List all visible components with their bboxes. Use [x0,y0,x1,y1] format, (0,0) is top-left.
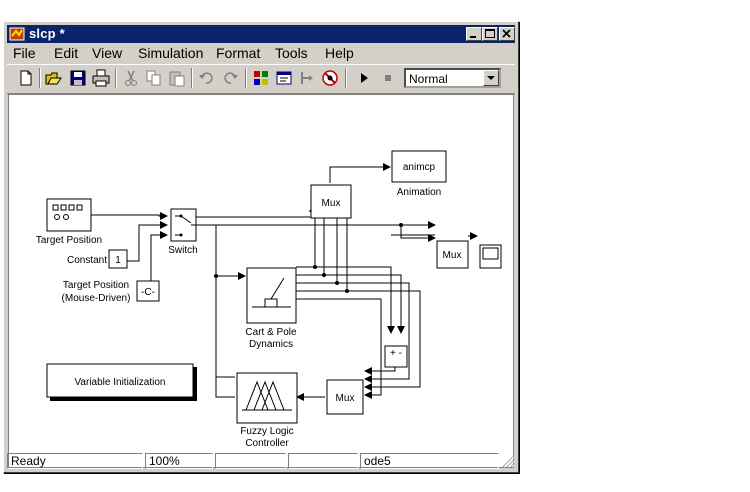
simulation-mode-value: Normal [409,72,448,86]
menu-bar: File Edit View Simulation Format Tools H… [7,44,515,62]
status-empty-2 [288,453,358,469]
model-window: slcp * File Edit View Simulation Format … [3,21,519,473]
toolbar-separator [345,68,347,88]
print-icon[interactable] [92,69,110,87]
toolbar-separator [191,68,193,88]
animation-label: Animation [397,187,441,198]
mouse-target-label-2: (Mouse-Driven) [62,293,131,304]
simulink-icon [9,27,25,41]
navigate-icon[interactable] [298,69,316,87]
constant-label: Constant [67,255,107,266]
status-zoom: 100% [145,453,213,469]
sum-signs: + - [390,348,402,359]
model-canvas[interactable]: Target Position 1 Constant -C- Target Po… [8,94,514,468]
menu-view[interactable]: View [92,45,123,61]
junction-dots [214,223,403,293]
constant-value: 1 [115,255,121,266]
menu-edit[interactable]: Edit [54,45,79,61]
maximize-icon [485,29,495,38]
target-position-label: Target Position [36,235,102,246]
mouse-target-label-1: Target Position [63,280,129,291]
close-button[interactable] [499,27,515,41]
start-simulation-icon[interactable] [355,69,373,87]
fuzzy-label-1: Fuzzy Logic [240,426,293,437]
variable-initialization-block[interactable]: Variable Initialization [46,363,197,401]
status-solver: ode5 [360,453,499,469]
menu-format[interactable]: Format [216,45,261,61]
status-bar: Ready 100% ode5 [7,452,515,470]
mouse-target-block[interactable]: -C- Target Position (Mouse-Driven) [62,280,160,304]
variable-initialization-label: Variable Initialization [75,377,166,388]
status-state: Ready [7,453,143,469]
undo-icon[interactable] [198,69,216,87]
resize-grip-icon[interactable] [502,455,515,468]
switch-block[interactable]: Switch [168,208,198,256]
stop-simulation-icon[interactable] [379,69,397,87]
minimize-icon [470,36,476,38]
switch-label: Switch [168,245,197,256]
mux-block-top[interactable]: Mux [310,184,352,219]
menu-tools[interactable]: Tools [275,45,308,61]
menu-file[interactable]: File [13,45,36,61]
mux-block-right[interactable]: Mux [436,240,469,269]
maximize-button[interactable] [482,27,498,41]
save-icon[interactable] [69,69,87,87]
cut-icon[interactable] [122,69,140,87]
mux-bottom-label: Mux [336,393,355,404]
cart-pole-label-2: Dynamics [249,339,293,350]
fuzzy-controller-block[interactable]: Fuzzy Logic Controller [236,372,298,449]
close-icon [502,29,511,38]
new-icon[interactable] [17,69,35,87]
open-icon[interactable] [45,69,63,87]
scope-block[interactable] [479,244,502,269]
block-diagram[interactable]: Target Position 1 Constant -C- Target Po… [9,95,513,467]
toolbar-separator [39,68,41,88]
mux-top-label: Mux [322,198,341,209]
animcp-value: animcp [403,162,436,173]
animation-block[interactable]: animcp Animation [391,150,447,198]
simulation-mode-select[interactable]: Normal [404,68,501,88]
toolbar-separator [245,68,247,88]
model-explorer-icon[interactable] [275,69,293,87]
debug-icon[interactable] [321,69,339,87]
target-position-block[interactable]: Target Position [36,198,102,246]
mouse-target-value: -C- [141,287,155,298]
title-bar[interactable]: slcp * [7,25,515,43]
cart-pole-label-1: Cart & Pole [245,327,297,338]
status-empty-1 [215,453,286,469]
menu-simulation[interactable]: Simulation [138,45,204,61]
fuzzy-label-2: Controller [245,438,289,449]
constant-block[interactable]: 1 Constant [67,249,128,269]
cart-pole-block[interactable]: Cart & Pole Dynamics [245,267,297,350]
toolbar: Normal [7,64,515,94]
menu-help[interactable]: Help [325,45,354,61]
signal-lines [91,163,478,401]
redo-icon[interactable] [221,69,239,87]
chevron-down-icon [487,76,495,80]
dropdown-button[interactable] [483,70,499,86]
mux-right-label: Mux [443,250,462,261]
minimize-button[interactable] [466,27,482,41]
copy-icon[interactable] [145,69,163,87]
mux-block-bottom[interactable]: Mux [326,379,364,415]
sum-block[interactable]: + - [384,345,408,368]
paste-icon[interactable] [168,69,186,87]
toolbar-separator [115,68,117,88]
library-browser-icon[interactable] [252,69,270,87]
window-title: slcp * [29,26,65,41]
